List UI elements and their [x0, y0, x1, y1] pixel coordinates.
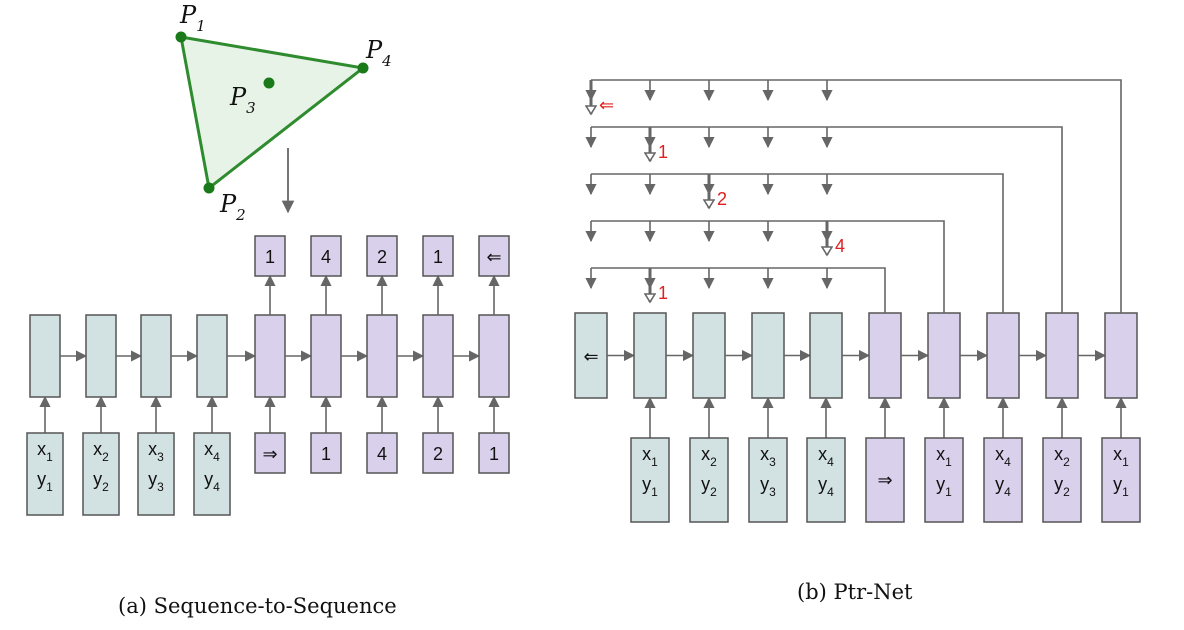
encoder-cell: [29, 314, 61, 398]
output-box: [254, 235, 286, 277]
point-p3: [263, 77, 275, 89]
input-box: [26, 432, 64, 516]
encoder-cell: [574, 312, 608, 399]
decoder-cell: [1045, 312, 1079, 399]
decoder-cell: [1104, 312, 1138, 399]
encoder-cell: [85, 314, 117, 398]
encoder-cell: [140, 314, 172, 398]
input-box: [689, 437, 729, 523]
polygon-shape: [179, 35, 367, 191]
output-label: 1: [265, 247, 275, 267]
output-label: ⇐: [486, 247, 501, 267]
output-label: 1: [433, 247, 443, 267]
seq2seq-caption: (a) Sequence-to-Sequence: [118, 594, 397, 618]
decoder-cell: [868, 312, 902, 399]
decoder-input-box: [254, 432, 286, 474]
decoder-cell: [478, 314, 510, 398]
decoder-cell: [310, 314, 342, 398]
encoder-cell: [809, 312, 843, 399]
attention-feedback-line: [591, 267, 886, 313]
polygon-figure: P1 P2 P3 P4: [175, 1, 392, 224]
decoder-start-box: [865, 437, 905, 523]
decoder-input-label: ⇒: [262, 444, 277, 464]
input-box: [82, 432, 120, 516]
decoder-input-label: 1: [489, 444, 499, 464]
label-p2: P2: [219, 190, 246, 224]
decoder-cell: [422, 314, 454, 398]
label-p3: P3: [229, 83, 256, 117]
decoder-input-box: [366, 432, 398, 474]
decoder-input-box: [1101, 437, 1141, 523]
decoder-cell: [986, 312, 1020, 399]
point-p1: [175, 31, 187, 43]
input-box: [193, 432, 231, 516]
encoder-cell: [692, 312, 726, 399]
point-p4: [357, 62, 369, 74]
output-box: [478, 235, 510, 277]
decoder-input-label: 1: [321, 444, 331, 464]
pointer-label: 4: [835, 236, 845, 256]
input-box: [806, 437, 846, 523]
decoder-cell: [366, 314, 398, 398]
point-p2: [203, 182, 215, 194]
input-box: [137, 432, 175, 516]
first-cell-label: ⇐: [583, 347, 598, 367]
pointer-label: 1: [658, 142, 668, 162]
ptrnet-caption: (b) Ptr-Net: [797, 580, 913, 604]
input-box: [630, 437, 670, 523]
decoder-input-box: [924, 437, 964, 523]
decoder-cell: [254, 314, 286, 398]
decoder-start-label: ⇒: [877, 470, 892, 490]
decoder-input-box: [1042, 437, 1082, 523]
attention-feedback-line: [591, 173, 1004, 313]
encoder-cell: [196, 314, 228, 398]
label-p4: P4: [365, 36, 392, 70]
encoder-cell: [751, 312, 785, 399]
decoder-input-box: [310, 432, 342, 474]
decoder-input-label: 2: [433, 444, 443, 464]
output-label: 4: [321, 247, 331, 267]
decoder-input-label: 4: [377, 444, 387, 464]
decoder-cell: [927, 312, 961, 399]
decoder-input-box: [478, 432, 510, 474]
output-label: 2: [377, 247, 387, 267]
output-box: [366, 235, 398, 277]
attention-feedback-line: [591, 79, 1122, 313]
encoder-cell: [633, 312, 667, 399]
pointer-label: 1: [658, 283, 668, 303]
output-box: [422, 235, 454, 277]
output-box: [310, 235, 342, 277]
decoder-input-box: [422, 432, 454, 474]
attention-feedback-line: [591, 126, 1063, 313]
pointer-label: ⇐: [599, 95, 614, 115]
decoder-input-box: [983, 437, 1023, 523]
pointer-label: 2: [717, 189, 727, 209]
label-p1: P1: [179, 1, 206, 35]
input-box: [748, 437, 788, 523]
